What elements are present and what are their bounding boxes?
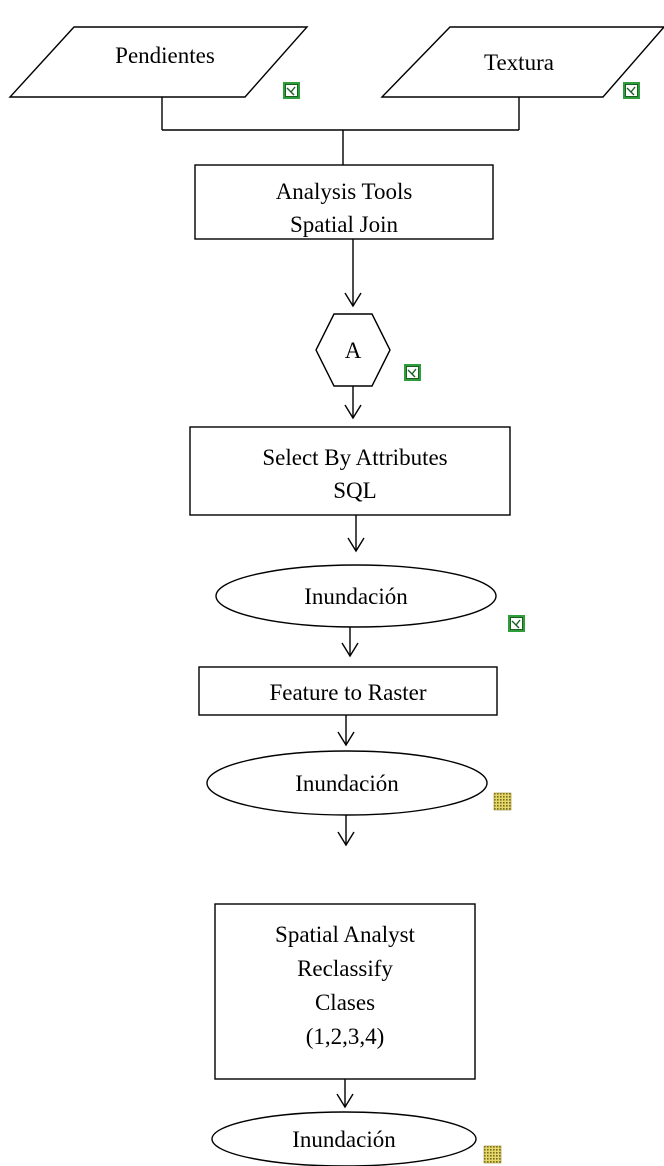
- node-reclassify-line-2: Reclassify: [297, 956, 393, 981]
- node-pendientes-label: Pendientes: [115, 43, 215, 68]
- process-box: [189, 426, 511, 516]
- feature-layer-icon: [403, 363, 422, 382]
- hexagon-shape: [315, 313, 391, 387]
- feature-layer-icon: [282, 81, 301, 100]
- parallelogram-shape: [8, 26, 309, 98]
- node-reclassify-line-1: Spatial Analyst: [275, 922, 416, 947]
- node-reclassify-line-4: (1,2,3,4): [306, 1024, 385, 1049]
- arrow: [336, 1079, 354, 1109]
- node-select-attr-line-2: SQL: [333, 478, 376, 503]
- node-reclassify-line-3: Clases: [315, 990, 375, 1015]
- node-textura-label: Textura: [484, 50, 554, 75]
- arrow: [337, 715, 355, 747]
- raster-layer-icon: [483, 1145, 502, 1164]
- feature-layer-icon: [622, 81, 641, 100]
- node-reclassify: Spatial Analyst Reclassify Clases (1,2,3…: [214, 903, 476, 1080]
- ellipse-shape: [215, 564, 497, 628]
- merge-connector: [161, 97, 520, 165]
- node-a-label: A: [345, 338, 362, 363]
- process-box: [198, 666, 498, 716]
- process-box: [214, 903, 476, 1080]
- node-inundacion-2-label: Inundación: [295, 771, 399, 796]
- process-box: [194, 164, 494, 240]
- node-select-attr-line-1: Select By Attributes: [262, 445, 447, 470]
- node-feature-to-raster-label: Feature to Raster: [269, 680, 426, 705]
- node-textura: Textura: [380, 26, 664, 100]
- node-spatial-join: Analysis Tools Spatial Join: [194, 164, 494, 240]
- arrow: [344, 386, 362, 420]
- parallelogram-shape: [380, 26, 664, 98]
- arrow: [337, 815, 355, 847]
- node-inundacion-2: Inundación: [206, 750, 512, 816]
- node-inundacion-1: Inundación: [215, 564, 526, 633]
- node-inundacion-3-label: Inundación: [292, 1127, 396, 1152]
- node-pendientes: Pendientes: [8, 26, 309, 100]
- node-select-by-attributes: Select By Attributes SQL: [189, 426, 511, 516]
- node-spatial-join-line-1: Analysis Tools: [276, 179, 413, 204]
- raster-layer-icon: [493, 792, 512, 811]
- arrow: [341, 627, 359, 658]
- ellipse-shape: [211, 1111, 477, 1166]
- arrow: [344, 239, 362, 308]
- node-inundacion-3: Inundación: [211, 1111, 502, 1166]
- feature-layer-icon: [507, 614, 526, 633]
- node-spatial-join-line-2: Spatial Join: [290, 212, 398, 237]
- node-inundacion-1-label: Inundación: [304, 584, 408, 609]
- node-a: A: [315, 313, 422, 387]
- node-feature-to-raster: Feature to Raster: [198, 666, 498, 716]
- ellipse-shape: [206, 750, 488, 816]
- arrow: [347, 515, 365, 553]
